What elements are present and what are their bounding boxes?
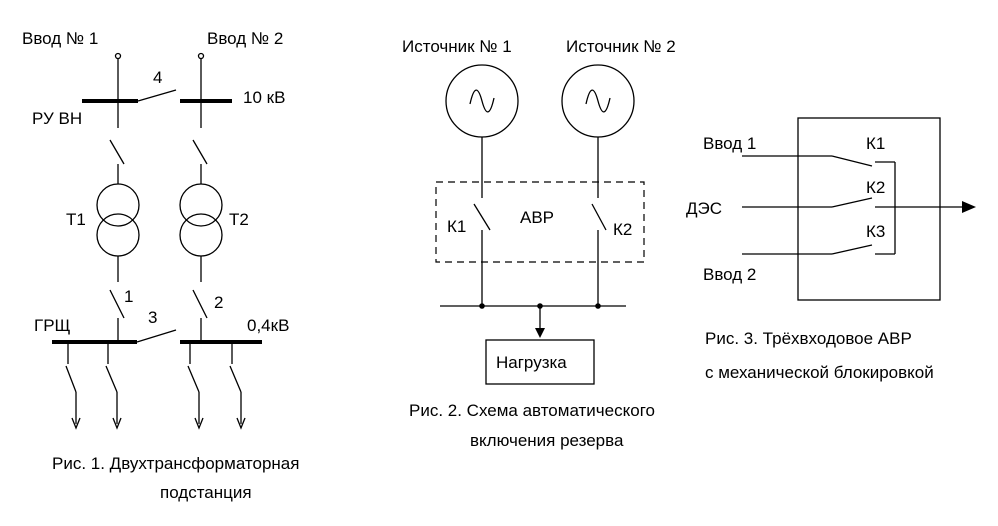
fig2-load-arrow-icon [535, 328, 545, 338]
fig2-source1-sine-icon [469, 89, 495, 113]
fig1-switch-1 [109, 289, 125, 319]
fig2-junction-1 [479, 303, 485, 309]
fig2-caption-line1: Рис. 2. Схема автоматического [409, 401, 655, 420]
fig2-load-box [485, 339, 595, 385]
fig1-outgoing-feeders [65, 344, 246, 430]
fig3-des-label: ДЭС [686, 199, 722, 218]
fig3-caption-line2: с механической блокировкой [705, 363, 934, 382]
fig1-lv-voltage-label: 0,4кВ [247, 316, 289, 335]
fig1-grsh-label: ГРЩ [34, 316, 71, 335]
fig3-output-arrow-icon [962, 201, 976, 213]
fig1-input1-label: Ввод № 1 [22, 29, 98, 48]
fig1-switch1-label: 1 [124, 287, 133, 306]
fig1-t1-hv-switch [109, 139, 125, 165]
fig2-k2-label: К2 [613, 220, 632, 239]
fig1-caption-line1: Рис. 1. Двухтрансформаторная [52, 454, 299, 473]
fig2-k1-switch [473, 203, 491, 231]
fig2-k1-label: К1 [447, 217, 466, 236]
fig2-source2-sine-icon [585, 89, 611, 113]
fig3-k1-label: К1 [866, 134, 885, 153]
fig1-switch2-label: 2 [214, 293, 223, 312]
fig3-k2-contact [831, 197, 873, 208]
fig2-avr-label: АВР [520, 208, 554, 227]
fig1-input2-label: Ввод № 2 [207, 29, 283, 48]
fig2-source2-label: Источник № 2 [566, 37, 676, 56]
fig1-switch3-label: 3 [148, 308, 157, 327]
fig1-switch-2 [192, 289, 208, 319]
fig1-hv-voltage-label: 10 кВ [243, 88, 285, 107]
figure-2-avr-scheme: Источник № 1 Источник № 2 К1 АВР К2 Нагр… [402, 37, 676, 450]
fig1-switch-4 [137, 89, 177, 102]
fig2-load-label: Нагрузка [496, 353, 567, 372]
fig2-source1-label: Источник № 1 [402, 37, 512, 56]
fig1-t1-winding-top [96, 183, 140, 227]
fig3-k3-contact [831, 244, 873, 255]
fig1-input1-terminal [114, 52, 122, 60]
fig3-avr-box [797, 117, 941, 301]
fig1-input2-terminal [197, 52, 205, 60]
figure-1-substation: Ввод № 1 Ввод № 2 4 10 кВ РУ ВН Т1 Т2 [22, 29, 299, 502]
fig3-k3-label: К3 [866, 222, 885, 241]
fig3-caption-line1: Рис. 3. Трёхвходовое АВР [705, 329, 912, 348]
fig3-k1-contact [831, 155, 873, 167]
fig1-t2-winding-top [179, 183, 223, 227]
fig3-input2-label: Ввод 2 [703, 265, 756, 284]
fig1-t2-hv-switch [192, 139, 208, 165]
figure-3-three-input-avr: Ввод 1 ДЭС Ввод 2 К1 К2 К3 Рис. 3. Трёхв… [686, 117, 976, 382]
fig3-input1-label: Ввод 1 [703, 134, 756, 153]
fig1-switch4-label: 4 [153, 68, 162, 87]
fig3-k2-label: К2 [866, 178, 885, 197]
fig2-caption-line2: включения резерва [470, 431, 624, 450]
fig1-t2-label: Т2 [229, 210, 249, 229]
fig1-t1-label: Т1 [66, 210, 86, 229]
fig1-switch-3 [136, 329, 177, 343]
fig2-junction-3 [595, 303, 601, 309]
fig2-k2-switch [591, 203, 607, 231]
fig1-ru-vn-label: РУ ВН [32, 109, 82, 128]
fig1-caption-line2: подстанция [160, 483, 252, 502]
